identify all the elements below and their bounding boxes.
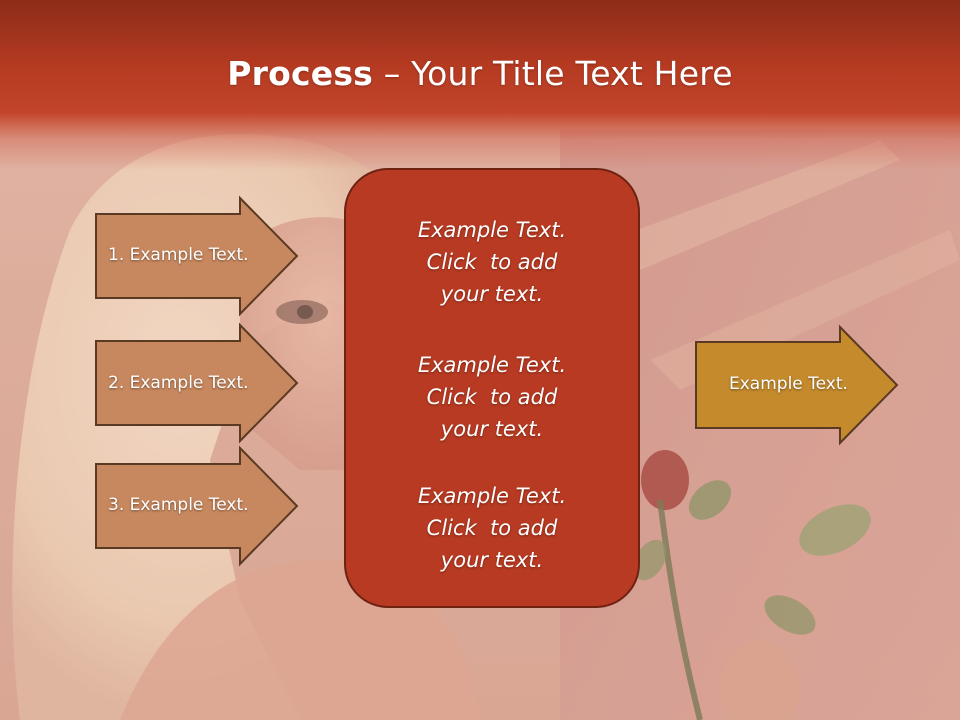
center-block-2-line-3: your text. [440,417,544,441]
right-arrow[interactable] [695,324,899,446]
left-arrow-1[interactable] [95,195,299,317]
left-arrow-1-label: 1. Example Text. [108,245,249,265]
center-block-1-line-3: your text. [440,282,544,306]
center-text-block-2: Example Text. Click to add your text. [346,349,638,445]
title-band [0,0,960,170]
right-arrow-label: Example Text. [729,374,848,394]
left-arrow-2[interactable] [95,322,299,444]
slide-title[interactable]: Process – Your Title Text Here [0,54,960,93]
center-block-2-line-2: Click to add [426,385,558,409]
title-rest: – Your Title Text Here [373,54,733,93]
left-arrow-2-label: 2. Example Text. [108,373,249,393]
center-block-3-line-1: Example Text. [417,484,567,508]
left-arrow-3-label: 3. Example Text. [108,495,249,515]
center-block-3-line-2: Click to add [426,516,558,540]
center-block-2-line-1: Example Text. [417,353,567,377]
center-text-block-3: Example Text. Click to add your text. [346,480,638,576]
left-arrow-3[interactable] [95,445,299,567]
center-block-1-line-1: Example Text. [417,218,567,242]
title-bold: Process [227,54,374,93]
center-text-block-1: Example Text. Click to add your text. [346,214,638,310]
center-text-box[interactable]: Example Text. Click to add your text. Ex… [344,168,640,608]
center-block-3-line-3: your text. [440,548,544,572]
center-block-1-line-2: Click to add [426,250,558,274]
